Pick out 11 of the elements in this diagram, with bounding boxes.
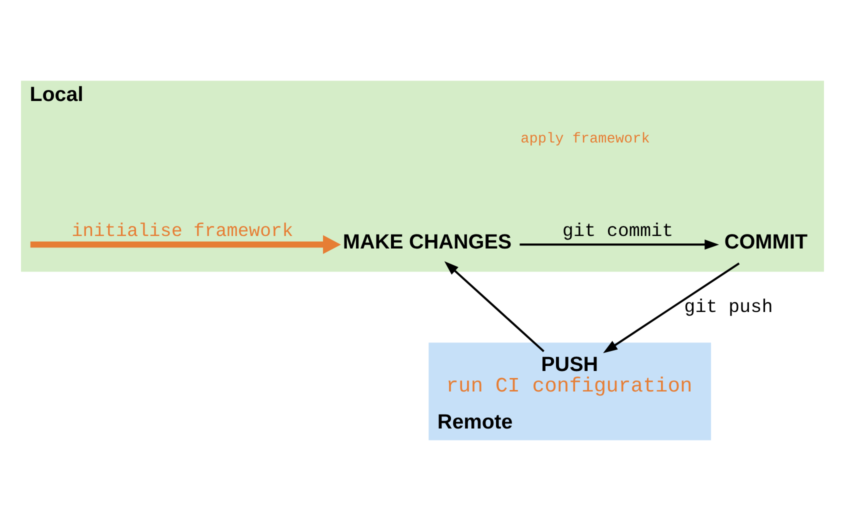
arrow	[602, 262, 740, 354]
arrow	[519, 240, 719, 250]
edge-label: git push	[684, 296, 772, 318]
node-text: COMMIT	[724, 230, 808, 254]
edge-label: git commit	[562, 220, 673, 242]
edge-label: initialise framework	[71, 220, 293, 242]
label: apply framework	[520, 132, 650, 148]
node-text: PUSH	[540, 352, 598, 376]
node-label: run CI configuration	[446, 375, 692, 398]
arrow	[30, 235, 340, 254]
node-text: MAKE CHANGES	[342, 230, 512, 254]
